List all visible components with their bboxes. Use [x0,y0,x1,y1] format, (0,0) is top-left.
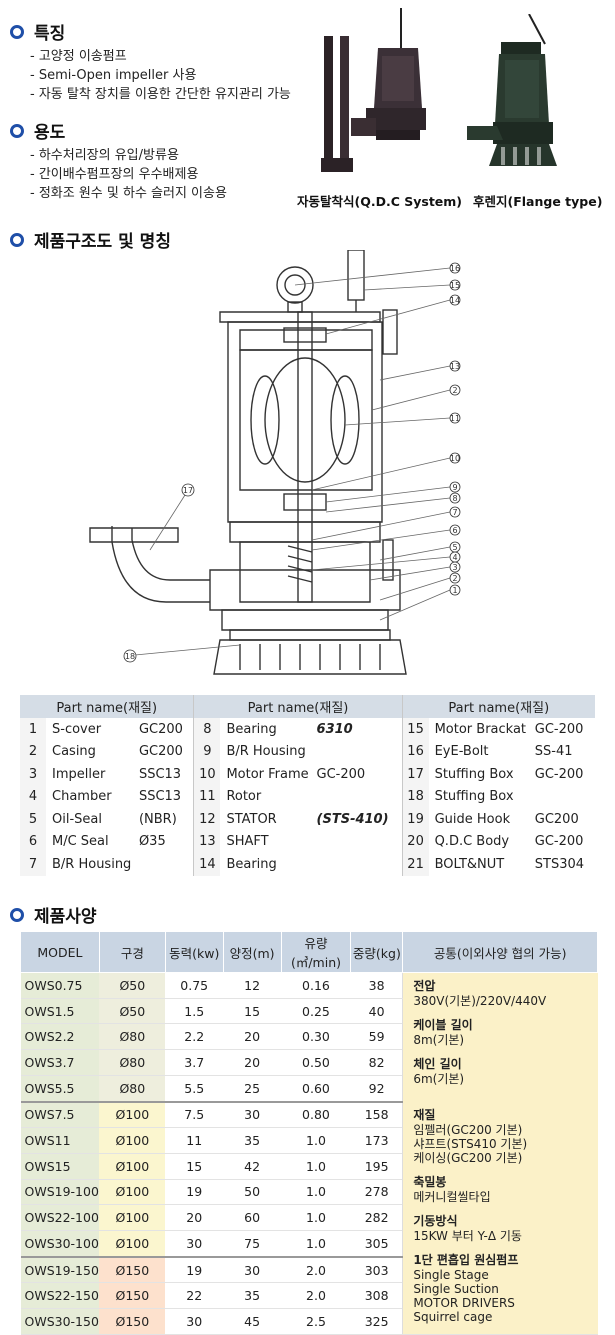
common-value: Single Stage Single Suction MOTOR DRIVER… [413,1268,515,1324]
common-value: 임펠러(GC200 기본) 샤프트(STS410 기본) 케이싱(GC200 기… [413,1123,528,1165]
column-header: 유량(㎥/min) [280,931,352,973]
column-header: 동력(kw) [164,931,224,973]
structure-title: 제품구조도 및 명칭 [34,232,171,252]
callout-label: 2 [452,386,457,395]
callout-label: 6 [452,526,457,535]
list-item: 간이배수펌프장의 우수배제용 [30,165,227,184]
common-label: 기동방식 [413,1214,458,1228]
section-title-spec: 제품사양 [10,902,97,927]
callout-label: 3 [452,563,457,572]
callout-label: 5 [452,543,457,552]
common-label: 전압 [413,979,436,993]
common-label: 케이블 길이 [413,1018,473,1032]
list-item: Semi-Open impeller 사용 [30,66,291,85]
common-value: 메커니컬씰타입 [413,1190,491,1204]
features-title: 특징 [34,24,66,44]
callout-label: 4 [452,553,457,562]
column-header: Part name(재질) [193,695,403,718]
callout-label: 1 [452,586,457,595]
section-title-usage: 용도 [10,118,65,143]
section-title-features: 특징 [10,19,65,44]
circle-bullet-icon [10,232,24,247]
list-item: 고양정 이송펌프 [30,47,291,66]
common-label: 1단 편흡입 원심펌프 [413,1253,519,1267]
list-item: 자동 탈착 장치를 이용한 간단한 유지관리 가능 [30,85,291,104]
callout-label: 10 [450,454,460,463]
circle-bullet-icon [10,123,24,138]
column-header: 구경 [98,931,166,973]
callout-label: 17 [183,486,193,495]
list-item: 정화조 원수 및 하수 슬러지 이송용 [30,184,227,203]
common-label: 재질 [413,1108,436,1122]
photo-caption-flange: 후렌지(Flange type) [473,194,603,209]
callout-label: 14 [450,296,460,305]
column-header: Part name(재질) [20,695,195,718]
common-label: 체인 길이 [413,1057,462,1071]
callout-label: 8 [452,494,457,503]
callout-label: 13 [450,362,460,371]
column-header: 중량(kg) [350,931,404,973]
usage-title: 용도 [34,123,66,143]
callout-label: 9 [452,483,457,492]
common-value: 15KW 부터 Y-Δ 기동 [413,1229,522,1243]
callout-label: 7 [452,508,457,517]
usage-list: 하수처리장의 유입/방류용 간이배수펌프장의 우수배제용 정화조 원수 및 하수… [30,146,227,203]
common-value: 8m(기본) [413,1033,465,1047]
photo-caption-qdc: 자동탈착식(Q.D.C System) [297,194,463,209]
pump-flange-photo [467,14,557,166]
common-label: 축밀봉 [413,1175,447,1189]
column-header: 양정(m) [222,931,282,973]
list-item: 하수처리장의 유입/방류용 [30,146,227,165]
pump-structure-diagram: 16 15 14 13 2 11 10 9 8 7 6 5 4 3 2 1 17… [89,250,461,675]
features-list: 고양정 이송펌프 Semi-Open impeller 사용 자동 탈착 장치를… [30,47,291,104]
column-header: MODEL [20,931,100,973]
common-value: 380V(기본)/220V/440V [413,994,547,1008]
circle-bullet-icon [10,907,24,922]
common-value: 6m(기본) [413,1072,465,1086]
spec-table: MODEL 구경 동력(kw) 양정(m) 유량(㎥/min) 중량(kg) 공… [20,931,598,1335]
section-title-structure: 제품구조도 및 명칭 [10,227,171,252]
column-header: 공통(이외사양 협의 가능) [402,931,598,973]
callout-label: 15 [450,281,460,290]
circle-bullet-icon [10,24,24,39]
column-header: Part name(재질) [402,695,595,718]
callout-label: 11 [450,414,460,423]
callout-label: 16 [450,264,460,273]
callout-label: 18 [125,652,135,661]
part-name-table: Part name(재질) Part name(재질) Part name(재질… [20,695,595,876]
pump-qdc-photo [321,8,426,172]
callout-label: 2 [452,574,457,583]
spec-title: 제품사양 [34,907,97,927]
